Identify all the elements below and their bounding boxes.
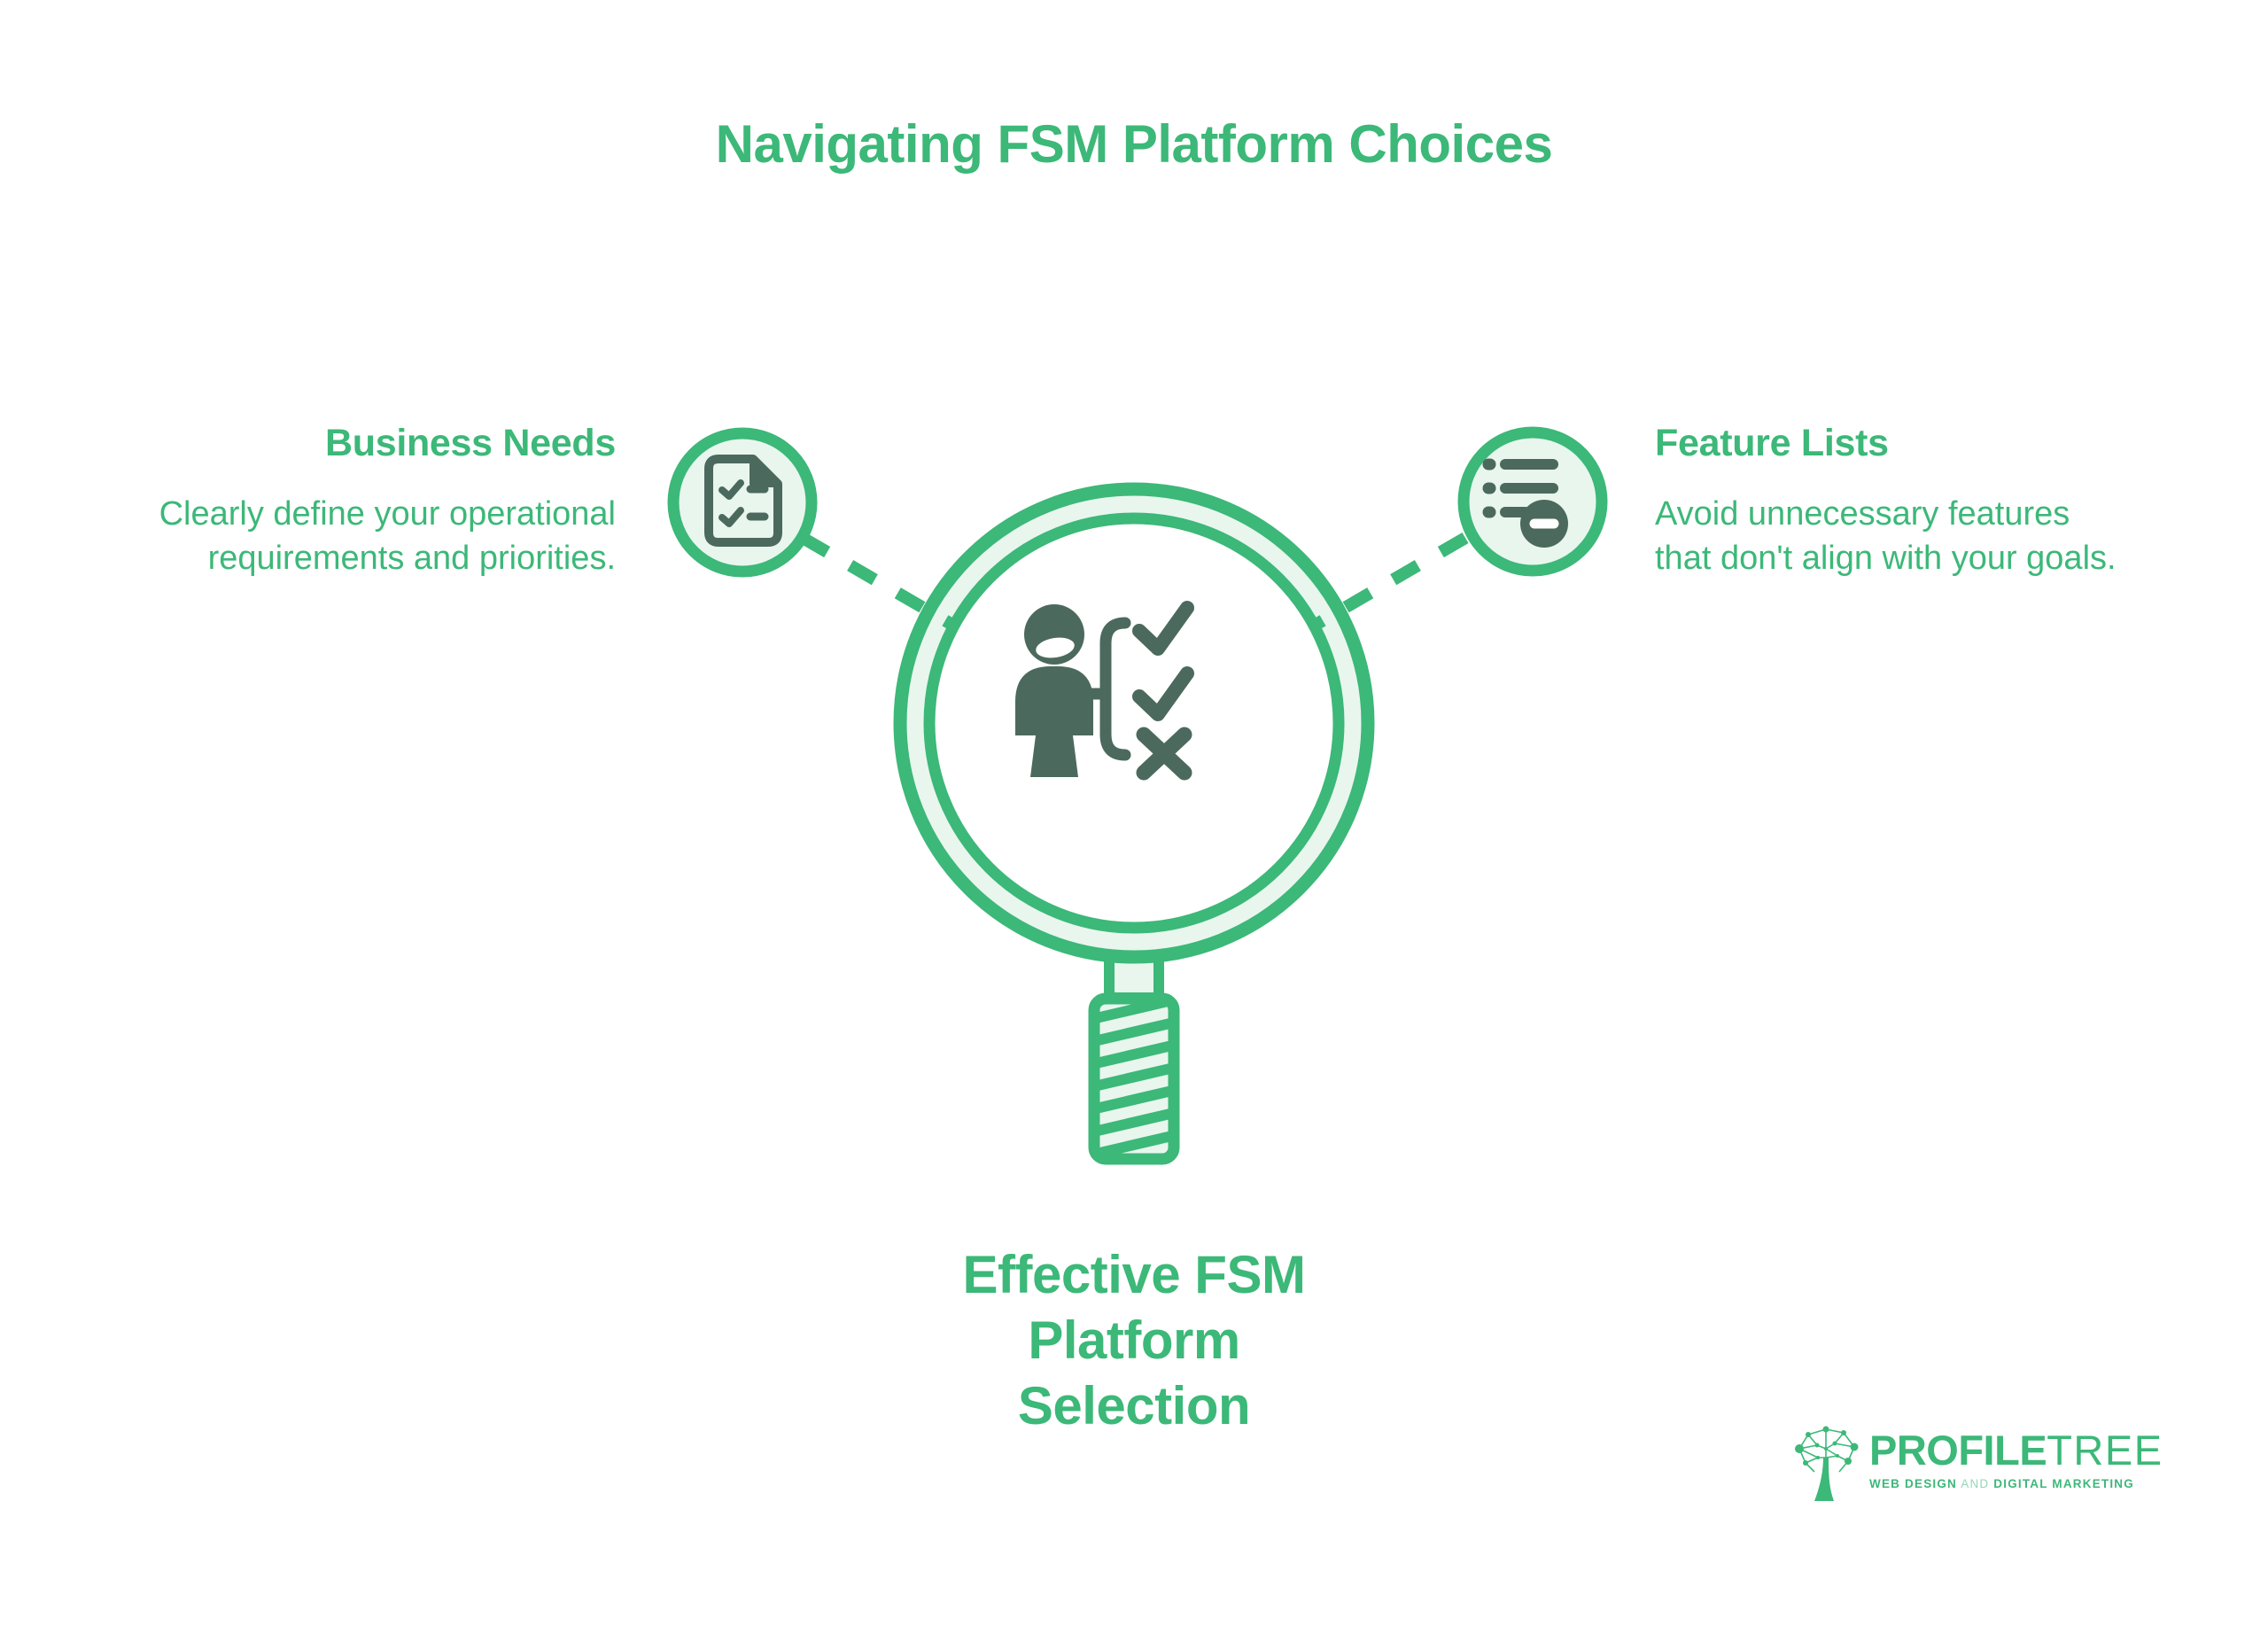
- tree-network-icon: [1795, 1426, 1859, 1501]
- brand-name: PROFILETREE: [1869, 1429, 2163, 1471]
- check-icon: [1132, 601, 1194, 656]
- magnifier-icon: [893, 482, 1375, 1165]
- feature-lists-heading: Feature Lists: [1655, 422, 1889, 464]
- tagline-and: AND: [1961, 1477, 1990, 1490]
- feature-lists-text-line2: that don't align with your goals.: [1655, 540, 2117, 577]
- checklist-document-icon: [704, 455, 782, 547]
- page-title: Navigating FSM Platform Choices: [715, 114, 1553, 174]
- feature-list-minus-icon: [1482, 458, 1568, 548]
- left-icon-bubble: [667, 427, 818, 578]
- caption-line1: Effective FSM: [962, 1245, 1306, 1304]
- caption-line2: Platform: [1028, 1311, 1240, 1370]
- brand-tagline: WEB DESIGN AND DIGITAL MARKETING: [1869, 1477, 2163, 1490]
- brand-tree: TREE: [2047, 1427, 2163, 1474]
- feature-lists-text-line1: Avoid unnecessary features: [1655, 495, 2070, 533]
- caption-line3: Selection: [1017, 1376, 1251, 1435]
- business-needs-text-line2: requirements and priorities.: [207, 540, 616, 577]
- business-needs-block: Business Needs Clearly define your opera…: [84, 422, 617, 580]
- person-choices-icon: [1015, 601, 1194, 781]
- brand-profile: PROFILE: [1869, 1427, 2047, 1474]
- tagline-digital-marketing: DIGITAL MARKETING: [1993, 1477, 2134, 1490]
- right-icon-bubble: [1457, 426, 1608, 577]
- cross-icon: [1136, 727, 1192, 781]
- tagline-web-design: WEB DESIGN: [1869, 1477, 1958, 1490]
- profiletree-logo: PROFILETREE WEB DESIGN AND DIGITAL MARKE…: [1791, 1422, 2163, 1502]
- feature-lists-block: Feature Lists Avoid unnecessary features…: [1655, 422, 2213, 580]
- business-needs-text-line1: Clearly define your operational: [159, 495, 616, 533]
- business-needs-heading: Business Needs: [324, 422, 616, 464]
- center-caption: Effective FSM Platform Selection: [0, 1242, 2268, 1439]
- check-icon: [1132, 666, 1194, 721]
